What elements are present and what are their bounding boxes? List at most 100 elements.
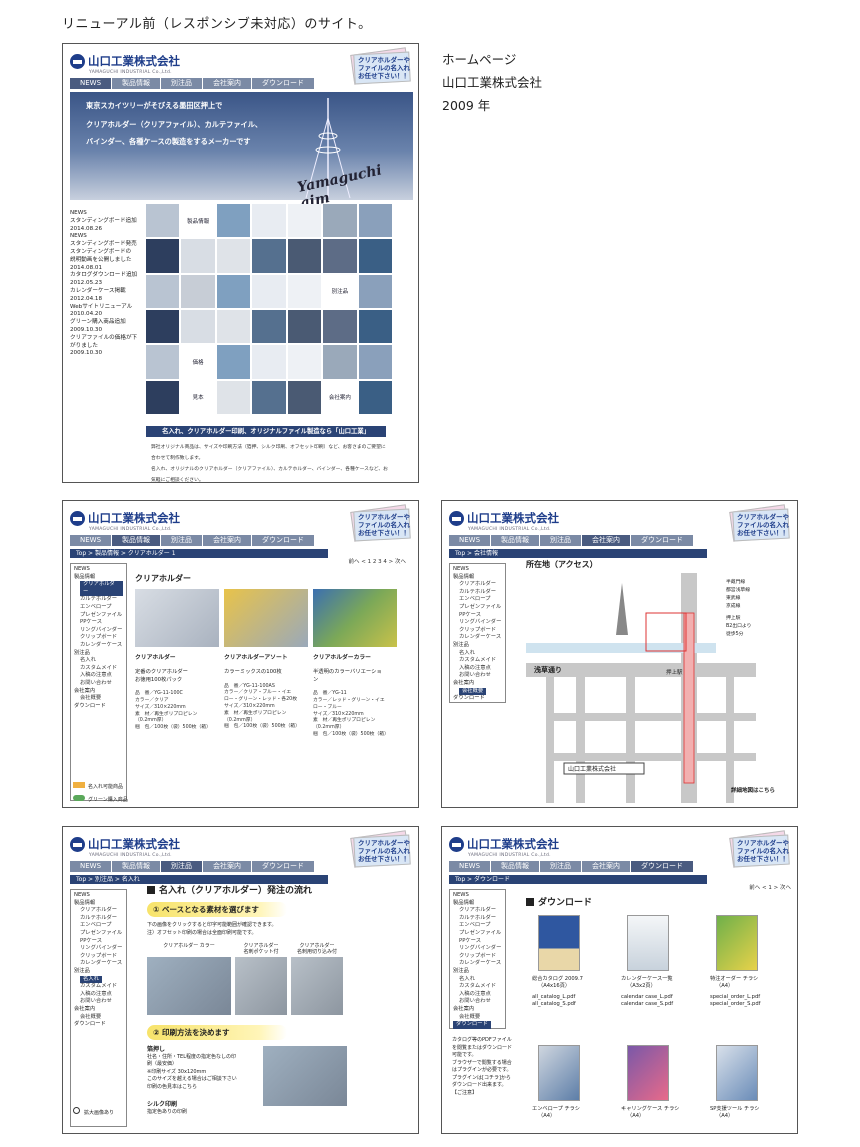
grid-tile[interactable]: 別注品 [323,274,357,308]
sidebar-item[interactable]: NEWS [453,566,469,572]
pdf-link[interactable]: calendar case_S.pdf [621,1001,674,1007]
sidebar-item[interactable]: お問い合わせ [459,998,491,1005]
sidebar-item[interactable]: 名入れ [80,657,96,664]
sidebar-item[interactable]: カレンダーケース [459,634,502,641]
grid-tile[interactable] [216,380,251,414]
grid-tile[interactable] [287,204,322,238]
sidebar-item[interactable]: PPケース [80,619,103,626]
nav-download[interactable]: ダウンロード [252,78,315,89]
sidebar-item[interactable]: カレンダーケース [80,960,123,967]
sample-image[interactable] [147,957,231,1015]
sidebar-item[interactable]: 製品情報 [453,573,475,580]
sidebar-item[interactable]: 名入れ [459,975,475,982]
grid-tile[interactable] [216,309,251,344]
sidebar-item[interactable]: 会社案内 [453,679,475,686]
grid-tile[interactable] [358,204,392,238]
grid-tile[interactable] [287,345,322,379]
sidebar-item[interactable]: リングバインダー [80,626,123,633]
grid-tile[interactable]: 会社案内 [323,380,357,414]
grid-tile[interactable] [216,274,251,308]
sidebar-item[interactable]: お問い合わせ [80,679,112,686]
sidebar-item[interactable]: NEWS [453,892,469,898]
sidebar-item[interactable]: カレンダーケース [80,641,123,648]
sidebar-item[interactable]: PPケース [80,937,103,944]
sidebar-item[interactable]: PPケース [459,611,482,618]
banner[interactable]: クリアホルダーやファイルの名入れお任せ下さい！！ [721,830,791,868]
site-logo[interactable]: 山口工業株式会社 [70,51,180,71]
sidebar-item[interactable]: 別注品 [453,967,469,974]
sidebar-item[interactable]: 会社概要 [80,695,102,702]
sidebar-item[interactable]: NEWS [74,892,90,898]
sidebar-item[interactable]: リングバインダー [459,619,502,626]
sidebar-item[interactable]: 製品情報 [74,573,96,580]
sidebar-item[interactable]: カルテホルダー [459,588,497,595]
grid-tile[interactable]: 製品情報 [181,204,215,238]
sidebar-item[interactable]: カスタムメイド [80,664,118,671]
banner[interactable]: クリアホルダーやファイルの名入れお任せ下さい！！ [342,504,412,542]
download-item[interactable]: キャリングケース チラシ（A4） [621,1045,705,1120]
sidebar-item[interactable]: ダウンロード [453,695,485,702]
grid-tile[interactable] [252,239,286,273]
sidebar-item[interactable]: クリアホルダー [459,907,497,914]
sidebar-item[interactable]: 会社概要 [80,1013,102,1020]
sidebar-item[interactable]: お問い合わせ [459,672,491,679]
grid-tile[interactable] [146,309,180,344]
sidebar-item[interactable]: 別注品 [74,649,90,656]
sidebar-item[interactable]: ダウンロード [74,1021,106,1028]
breadcrumb[interactable]: Top > 別注品 > 名入れ [70,875,328,884]
sidebar-item[interactable]: 名入れ [459,649,475,656]
sidebar-item[interactable]: 入稿の注意点 [459,664,491,671]
sidebar-item[interactable]: お問い合わせ [80,998,112,1005]
sidebar-item[interactable]: 入稿の注意点 [459,990,491,997]
grid-tile[interactable] [287,274,322,308]
sidebar-item[interactable]: PPケース [459,937,482,944]
grid-tile[interactable]: 見本 [181,380,215,414]
grid-tile[interactable] [287,239,322,273]
sidebar-item[interactable]: クリップボード [459,952,497,959]
grid-tile[interactable] [146,380,180,414]
sidebar-item[interactable]: 別注品 [74,967,90,974]
download-item[interactable]: エンベロープ チラシ（A4） [532,1045,616,1120]
pdf-link[interactable]: special_order_S.pdf [710,1001,761,1007]
sample-image[interactable] [235,957,287,1015]
sidebar-item[interactable]: カレンダーケース [459,960,502,967]
grid-tile[interactable] [252,345,286,379]
sidebar-item[interactable]: クリアホルダー [80,907,118,914]
sidebar-item[interactable]: カルテホルダー [80,914,118,921]
sidebar-item[interactable]: 製品情報 [74,899,96,906]
grid-tile[interactable] [358,380,392,414]
breadcrumb[interactable]: Top > 会社情報 [449,549,707,558]
nav-news[interactable]: NEWS [70,78,112,89]
sidebar-item[interactable]: 会社案内 [74,1005,96,1012]
grid-tile[interactable] [216,345,251,379]
sidebar-item[interactable]: エンベロープ [80,922,112,929]
grid-tile[interactable] [146,239,180,273]
access-map[interactable]: 浅草通り 押上駅 山口工業株式会社 詳細地図はこちら 半蔵門線 都営浅草線 東武… [526,573,796,803]
sidebar-item[interactable]: エンベロープ [459,596,491,603]
nav-company[interactable]: 会社案内 [203,78,252,89]
grid-tile[interactable]: 価格 [181,345,215,379]
pdf-link[interactable]: special_order_L.pdf [710,994,761,1000]
grid-tile[interactable] [146,345,180,379]
grid-tile[interactable] [181,309,215,344]
grid-tile[interactable] [146,204,180,238]
product-card[interactable]: クリアホルダー定番のクリアホルダーお徳用100枚パック品 番／YG-11-100… [135,589,219,732]
sidebar-item[interactable]: NEWS [74,566,90,572]
sidebar-item[interactable]: クリアホルダー [459,581,497,588]
sidebar-item[interactable]: 会社案内 [453,1005,475,1012]
sidebar-item[interactable]: プレゼンファイル [80,929,123,936]
sidebar-item[interactable]: カルテホルダー [459,914,497,921]
sidebar-item[interactable]: ダウンロード [453,1021,502,1029]
banner[interactable]: クリアホルダーやファイルの名入れお任せ下さい！！ [342,47,412,85]
sidebar-item[interactable]: リングバインダー [80,945,123,952]
grid-tile[interactable] [323,309,357,344]
sidebar-item[interactable]: 別注品 [453,641,469,648]
grid-tile[interactable] [358,274,392,308]
sidebar-item[interactable]: 製品情報 [453,899,475,906]
sidebar-item[interactable]: クリップボード [80,634,118,641]
pager[interactable]: 前へ < 1 > 次へ [749,885,791,891]
sidebar-item[interactable]: 入稿の注意点 [80,672,112,679]
